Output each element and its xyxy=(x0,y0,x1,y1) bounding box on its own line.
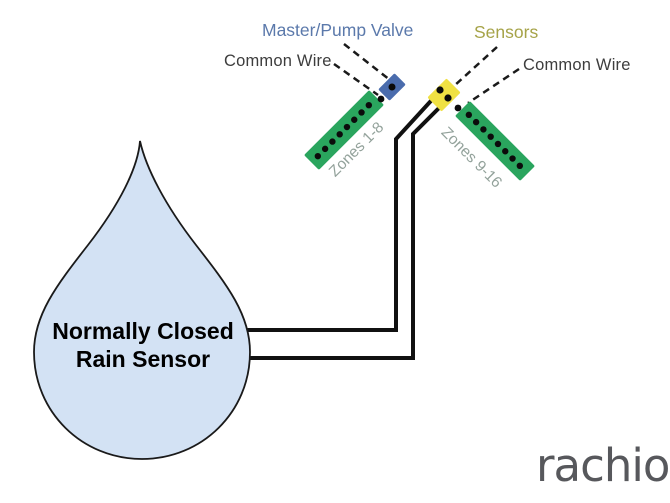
terminal-strip-zones-9-16-dots xyxy=(465,111,524,170)
common-wire-label-left: Common Wire xyxy=(224,52,332,70)
sensors-terminal-dot-1 xyxy=(436,86,444,94)
sensor-wire-2 xyxy=(250,97,450,360)
callout-common-wire-right xyxy=(467,67,520,105)
terminal-strip-zones-1-8 xyxy=(304,90,384,170)
rain-sensor-label-line1: Normally Closed xyxy=(52,318,234,344)
master-pump-valve-label: Master/Pump Valve xyxy=(262,20,414,40)
sensors-label: Sensors xyxy=(474,22,539,42)
rain-sensor-label-line2: Rain Sensor xyxy=(75,346,211,372)
sensors-terminal-dot-2 xyxy=(444,94,452,102)
sensors-terminal xyxy=(428,79,460,111)
master-pump-valve-terminal xyxy=(378,73,406,101)
rain-sensor-label: Normally Closed Rain Sensor xyxy=(34,317,252,373)
sensor-wires xyxy=(247,89,450,360)
master-pump-valve-terminal-dot xyxy=(388,83,396,91)
callout-sensors xyxy=(453,46,498,87)
callout-master-pump-valve xyxy=(343,43,391,81)
sensor-wire-1 xyxy=(247,89,442,332)
common-wire-terminal-left-dot xyxy=(377,95,385,103)
sensors-terminal-body xyxy=(428,79,460,111)
callout-common-wire-left xyxy=(333,62,379,97)
rachio-logo: rachio xyxy=(536,439,670,492)
terminal-strip-zones-9-16 xyxy=(455,101,535,181)
common-wire-label-right: Common Wire xyxy=(523,56,631,74)
rain-drop-shape xyxy=(33,140,251,460)
callout-lines xyxy=(333,43,520,105)
common-wire-terminal-right-dot xyxy=(454,104,462,112)
terminal-strip-zones-1-8-dots xyxy=(314,101,373,160)
